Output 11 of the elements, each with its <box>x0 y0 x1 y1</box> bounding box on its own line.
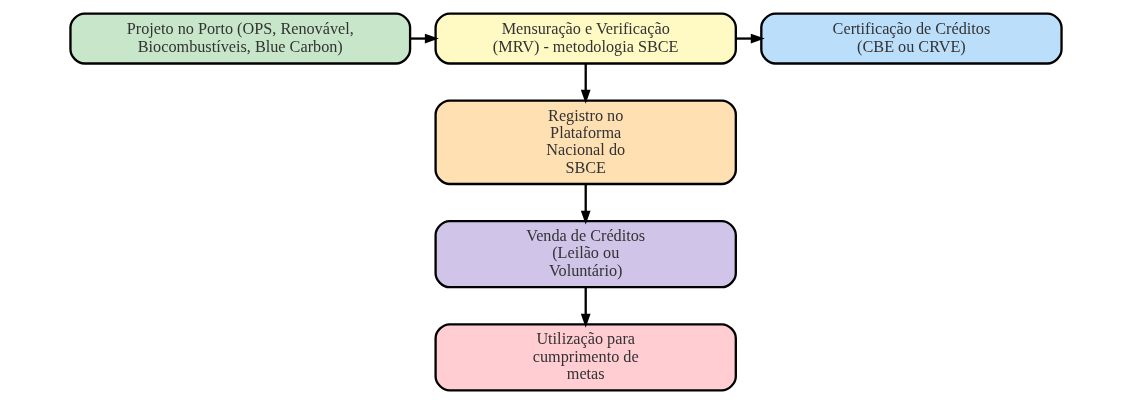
arrow <box>735 33 765 43</box>
node-box: Projeto no Porto (OPS, Renovável, Biocombustíveis, Blue Carbon) <box>68 12 411 65</box>
arrow <box>580 286 591 328</box>
node-box: Registro no Plataforma Nacional do SBCE <box>433 98 737 185</box>
node-box: Venda de Créditos (Leilão ou Voluntário) <box>433 219 737 288</box>
arrow <box>580 183 591 225</box>
node-box: Mensuração e Verificação (MRV) - metodologia SBCE <box>433 12 737 65</box>
arrow <box>409 33 439 43</box>
node-box: Certificação de Créditos (CBE ou CRVE) <box>759 12 1063 65</box>
node-box: Utilização para cumprimento de metas <box>433 322 737 392</box>
arrow <box>580 63 591 104</box>
